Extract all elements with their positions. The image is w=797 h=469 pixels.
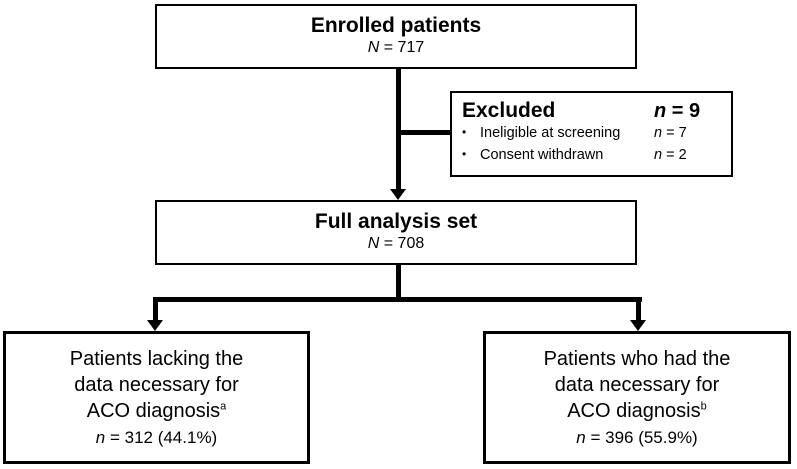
patients-lacking-data-count: n = 312 (44.1%) [96,426,217,450]
excluded-item-count: n = 2 [654,145,725,167]
connector-drop-left [153,297,158,321]
excluded-box: Excluded n = 9 • Ineligible at screening … [450,91,733,177]
excluded-title: Excluded [462,99,556,122]
connector-branch-to-excluded [396,130,452,135]
count-variable: N [367,39,380,57]
excluded-item-text: Ineligible at screening [480,125,621,142]
count-variable: n [654,146,663,163]
enrolled-patients-box: Enrolled patients N = 717 [155,4,637,69]
arrowhead-to-lacking-box-icon [147,320,163,331]
count-value: = 7 [662,125,687,142]
connector-full-to-split [396,265,401,301]
full-analysis-set-title: Full analysis set [314,210,478,234]
text-line: data necessary for [554,373,720,396]
count-value: = 708 [379,235,425,253]
text-line: ACO diagnosis [86,400,221,423]
count-value: = 9 [666,100,701,122]
footnote-marker: a [220,400,227,413]
enrolled-patients-title: Enrolled patients [310,14,482,38]
connector-drop-right [636,297,641,321]
count-value: = 2 [662,146,687,163]
full-analysis-set-count: N = 708 [368,234,425,255]
count-variable: n [576,427,586,447]
arrowhead-to-full-analysis-icon [390,189,406,200]
bullet-icon: • [462,146,467,161]
excluded-count: n = 9 [654,99,725,123]
patients-had-data-count: n = 396 (55.9%) [576,426,697,450]
patients-lacking-data-text: Patients lacking the data necessary for … [70,346,243,425]
excluded-item: • Consent withdrawn n = 2 [462,145,725,167]
text-line: Patients lacking the [69,347,244,370]
bullet-icon: • [462,125,467,140]
excluded-item-label: • Ineligible at screening [462,123,654,145]
excluded-item: • Ineligible at screening n = 7 [462,123,725,145]
text-line: Patients who had the [543,347,731,370]
excluded-header: Excluded n = 9 [462,98,725,123]
count-value: = 717 [379,39,425,57]
count-variable: N [367,235,380,253]
excluded-item-label: • Consent withdrawn [462,145,654,167]
count-variable: n [95,427,106,447]
count-variable: n [654,125,663,142]
excluded-item-count: n = 7 [654,123,725,145]
count-variable: n [654,100,667,122]
footnote-marker: b [700,400,707,413]
count-value: = 312 (44.1%) [105,427,218,447]
patients-lacking-data-box: Patients lacking the data necessary for … [3,331,310,464]
connector-enrolled-to-full [396,69,401,190]
patients-had-data-text: Patients who had the data necessary for … [544,346,731,425]
count-value: = 396 (55.9%) [585,427,698,447]
patients-had-data-box: Patients who had the data necessary for … [483,331,791,464]
connector-split-horizontal [153,297,642,302]
arrowhead-to-had-box-icon [630,320,646,331]
excluded-item-text: Consent withdrawn [480,146,604,163]
text-line: ACO diagnosis [567,400,701,423]
text-line: data necessary for [74,373,239,396]
full-analysis-set-box: Full analysis set N = 708 [155,200,637,265]
enrolled-patients-count: N = 717 [368,38,425,59]
